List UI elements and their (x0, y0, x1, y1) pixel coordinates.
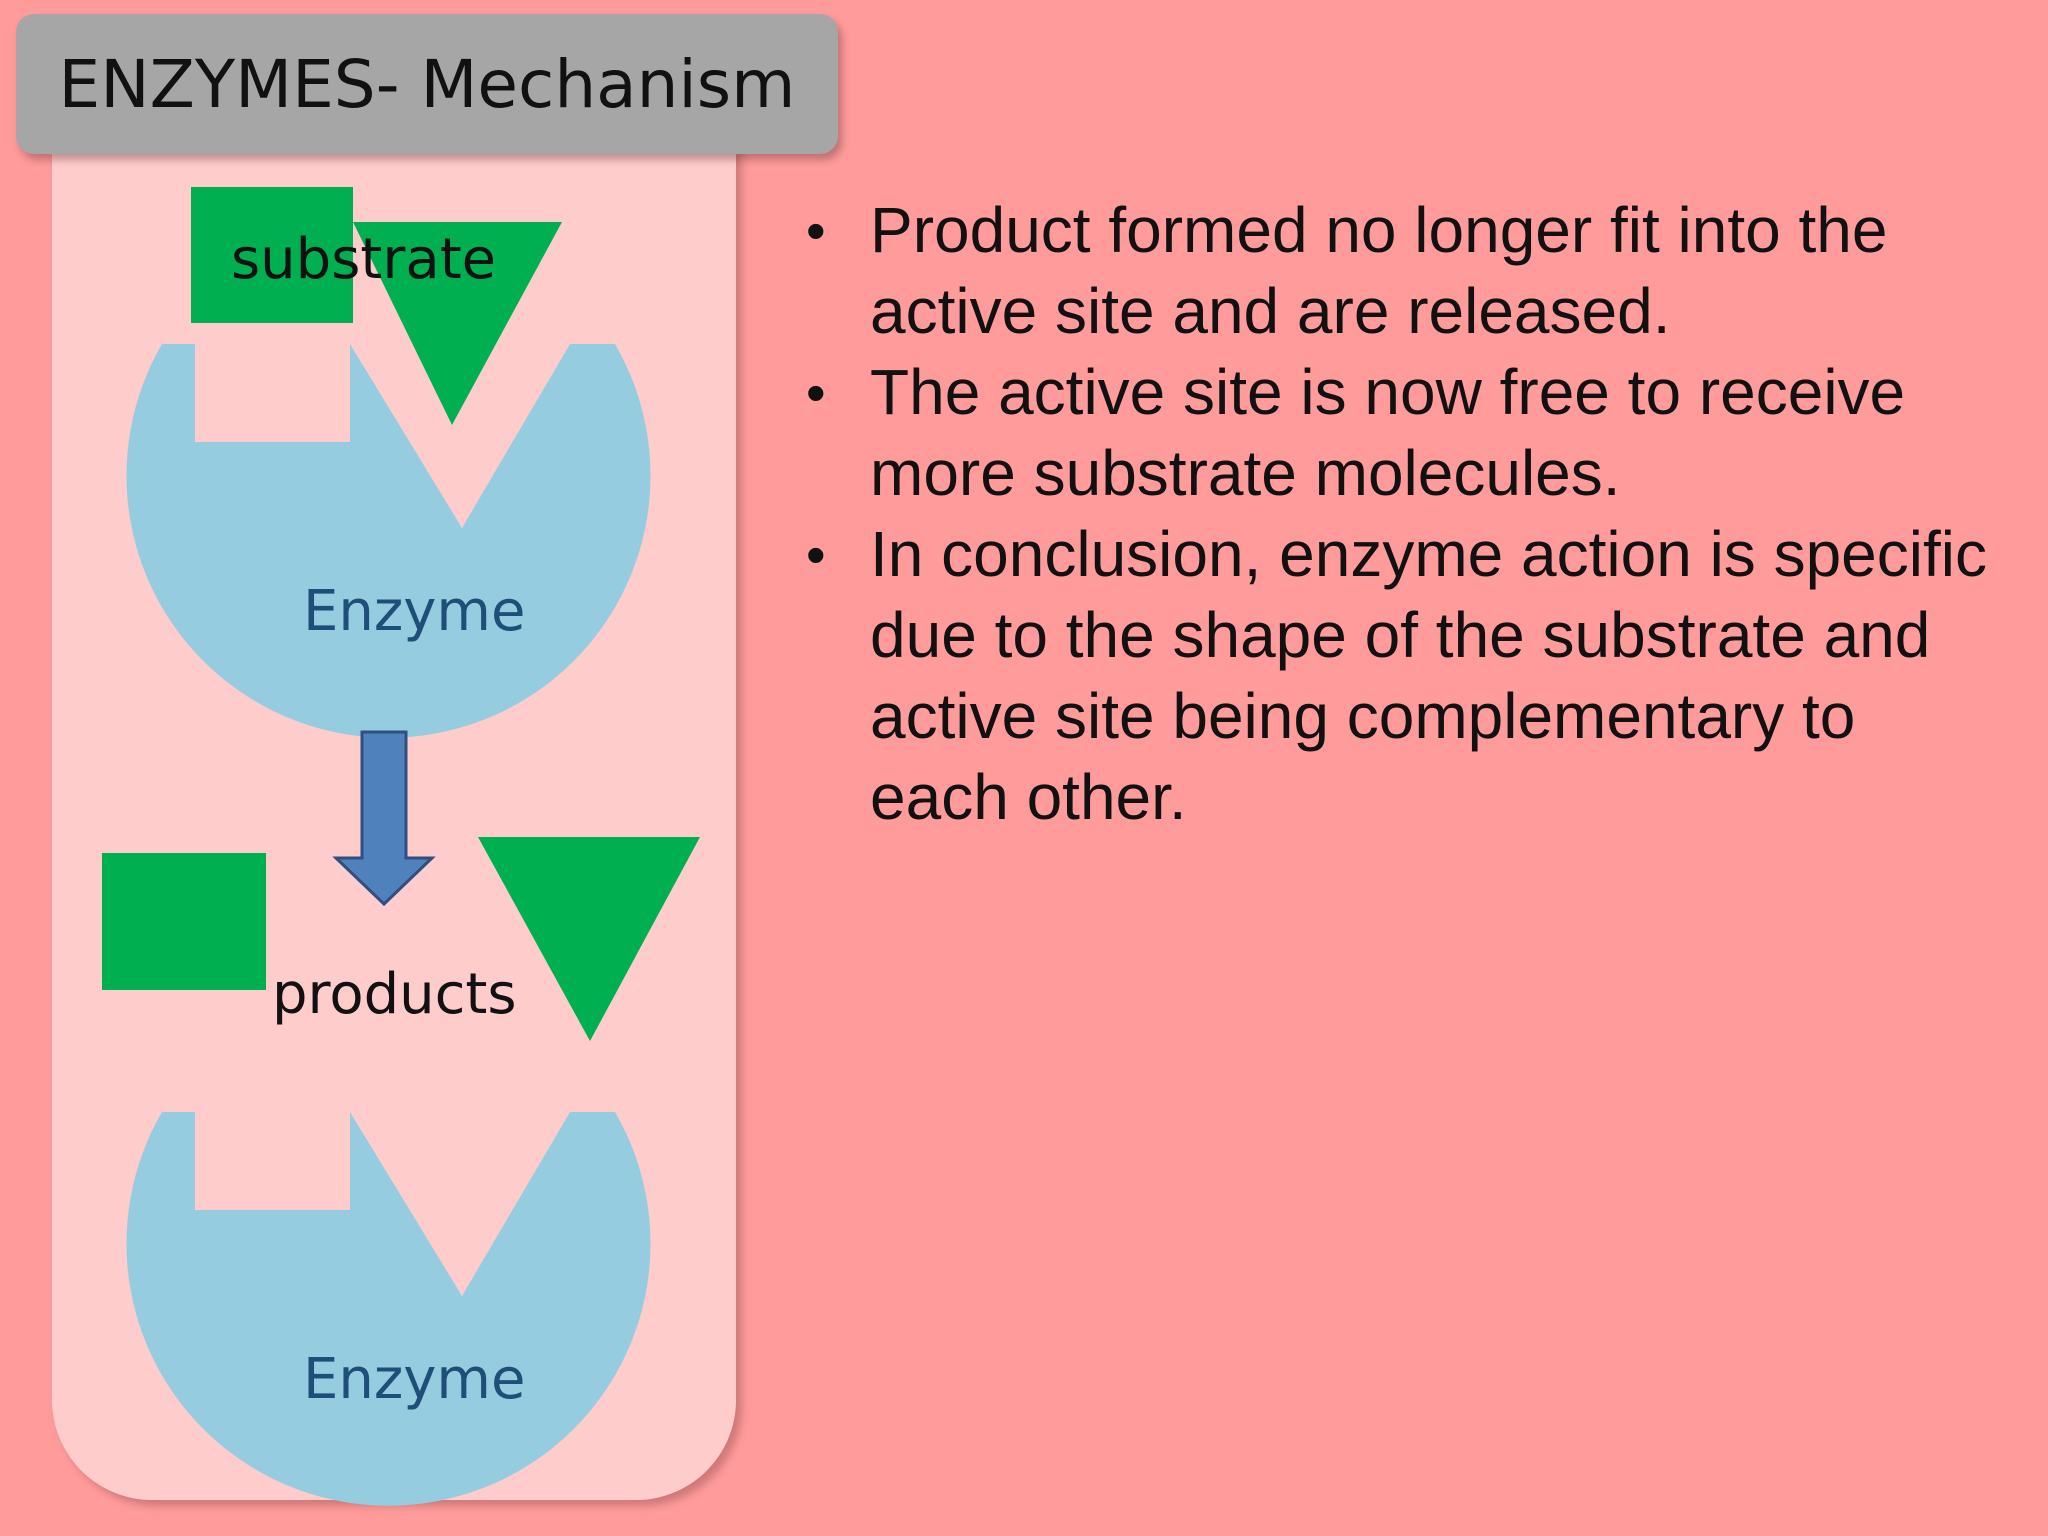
enzyme-bottom-shape (126, 1112, 651, 1506)
bullet-text: In conclusion, enzyme action is specific… (870, 518, 1987, 833)
enzyme-top-shape (126, 344, 651, 738)
bullet-text: The active site is now free to receive m… (870, 356, 1906, 509)
bullet-dot: • (806, 361, 826, 424)
product-square (102, 853, 266, 990)
bullet-item: • The active site is now free to receive… (800, 352, 2000, 514)
bullet-item: • Product formed no longer fit into the … (800, 190, 2000, 352)
enzyme-label-top: Enzyme (303, 579, 525, 644)
title-box: ENZYMES- Mechanism (16, 14, 838, 154)
down-arrow (332, 730, 436, 907)
bullet-dot: • (806, 199, 826, 262)
product-triangle (478, 837, 700, 1041)
enzyme-label-bottom: Enzyme (303, 1347, 525, 1412)
bullet-dot: • (806, 523, 826, 586)
bullet-item: • In conclusion, enzyme action is specif… (800, 514, 2000, 838)
bullet-text: Product formed no longer fit into the ac… (870, 194, 1888, 347)
bullet-list: • Product formed no longer fit into the … (800, 190, 2000, 838)
slide-title: ENZYMES- Mechanism (58, 45, 796, 123)
substrate-square-top (191, 187, 353, 323)
substrate-triangle-top (353, 222, 562, 425)
products-label: products (272, 962, 517, 1027)
substrate-label: substrate (231, 227, 496, 292)
